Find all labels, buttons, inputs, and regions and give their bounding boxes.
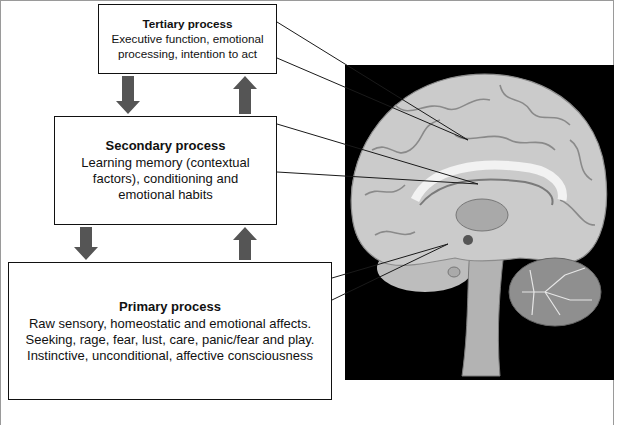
block-arrow (74, 227, 98, 260)
box-heading: Secondary process (106, 138, 226, 154)
block-arrow (233, 227, 257, 260)
box-heading: Primary process (119, 299, 221, 315)
box-body: Learning memory (contextual factors), co… (65, 155, 266, 203)
box-body: Seeking, rage, fear, lust, care, panic/f… (26, 332, 315, 348)
leader-lines (277, 22, 478, 300)
block-arrow (233, 76, 257, 114)
photo-ground (345, 65, 614, 380)
cerebrum (351, 74, 606, 265)
box-heading: Tertiary process (142, 17, 232, 32)
cerebellum-foliage (522, 268, 592, 315)
corpus-callosum (415, 165, 562, 200)
mammillary-body (463, 235, 473, 245)
pituitary (448, 267, 460, 277)
box-body: Raw sensory, homeostatic and emotional a… (29, 316, 311, 332)
cerebellum (509, 258, 601, 326)
gyri (365, 85, 595, 235)
block-arrow (116, 76, 140, 114)
thalamus (456, 199, 508, 231)
box-body: Executive function, emotional processing… (109, 32, 266, 61)
process-box: Primary processRaw sensory, homeostatic … (8, 262, 332, 400)
process-box: Secondary processLearning memory (contex… (54, 116, 277, 225)
box-body: Instinctive, unconditional, affective co… (27, 348, 313, 364)
process-box: Tertiary processExecutive function, emot… (98, 4, 277, 74)
